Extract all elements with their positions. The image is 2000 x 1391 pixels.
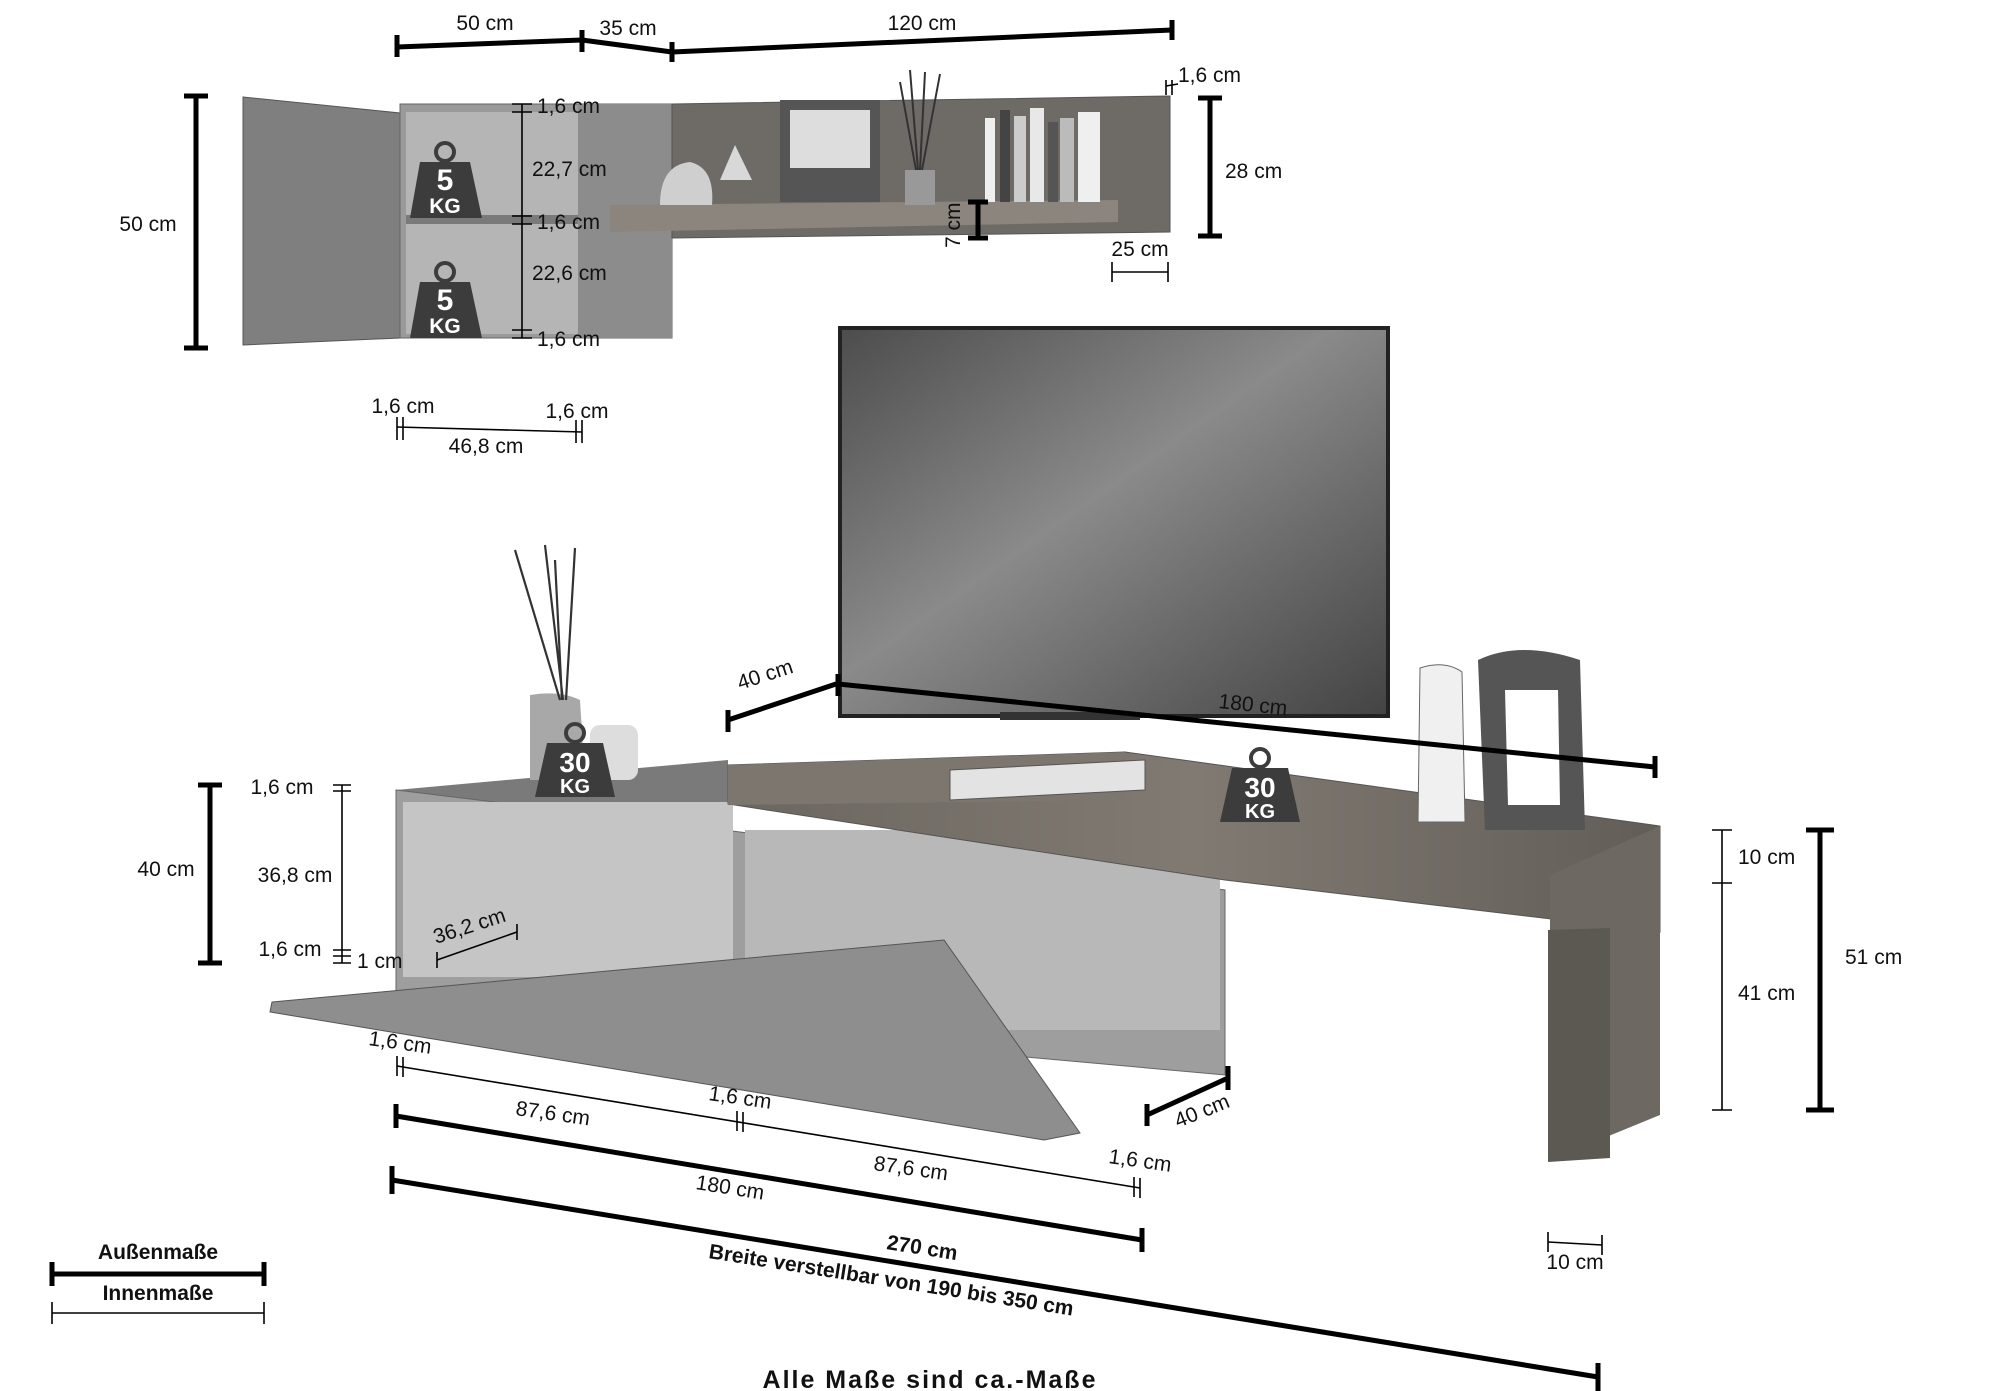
dim-bridge-top: 10 cm bbox=[1738, 846, 1795, 869]
load-value: 5 bbox=[437, 164, 454, 197]
wall-shelf bbox=[610, 69, 1171, 239]
legend-outer-label: Außenmaße bbox=[98, 1241, 218, 1264]
dim-side-left: 1,6 cm bbox=[371, 395, 434, 418]
dim-board-depth: 40 cm bbox=[1171, 1090, 1233, 1133]
load-value: 30 bbox=[1244, 772, 1275, 803]
weight-5kg-icon-top: 5 KG bbox=[410, 141, 482, 218]
dim-cabinet-height: 50 cm bbox=[119, 213, 176, 236]
dim-inner-mid: 1,6 cm bbox=[537, 211, 600, 234]
weight-30kg-icon-right: 30 KG bbox=[1220, 747, 1300, 823]
dim-leg-width: 10 cm bbox=[1546, 1251, 1603, 1274]
dim-shelf-height: 28 cm bbox=[1225, 160, 1282, 183]
dim-bridge-total: 51 cm bbox=[1845, 946, 1902, 969]
load-unit: KG bbox=[429, 195, 461, 218]
dim-inner-lower: 22,6 cm bbox=[532, 262, 607, 285]
tv-board bbox=[269, 544, 1661, 1162]
dim-inner-bottom: 1,6 cm bbox=[537, 328, 600, 351]
tv bbox=[838, 326, 1390, 720]
dim-inner-width-left: 87,6 cm bbox=[514, 1097, 591, 1130]
weight-5kg-icon-bottom: 5 KG bbox=[410, 261, 482, 338]
dim-board-inner-top: 1,6 cm bbox=[250, 776, 313, 799]
load-unit: KG bbox=[560, 776, 590, 798]
wall-unit-dimensions: 50 cm 35 cm 120 cm 50 cm 1,6 cm 22,7 cm … bbox=[119, 12, 1282, 458]
dim-bridge-leg: 41 cm bbox=[1738, 982, 1795, 1005]
dim-ledge-height: 7 cm bbox=[942, 202, 965, 248]
dim-inner-width: 46,8 cm bbox=[449, 435, 524, 458]
dim-width-shelf: 120 cm bbox=[888, 12, 957, 35]
dim-side-right: 1,6 cm bbox=[545, 400, 608, 423]
dim-board-inner-bottom: 1,6 cm bbox=[258, 938, 321, 961]
legend-inner-label: Innenmaße bbox=[103, 1282, 214, 1305]
load-unit: KG bbox=[429, 315, 461, 338]
dim-board-inner-height: 36,8 cm bbox=[258, 864, 333, 887]
footer-note: Alle Maße sind ca.-Maße bbox=[763, 1366, 1098, 1391]
dim-shelf-board: 1,6 cm bbox=[1178, 64, 1241, 87]
load-unit: KG bbox=[1245, 801, 1275, 823]
dim-inner-width-right-wall: 1,6 cm bbox=[1107, 1145, 1173, 1177]
load-value: 5 bbox=[437, 284, 454, 317]
dim-inner-width-right: 87,6 cm bbox=[872, 1152, 949, 1185]
dim-top-depth: 40 cm bbox=[734, 655, 795, 695]
dim-inner-top: 1,6 cm bbox=[537, 95, 600, 118]
dim-shelf-depth: 25 cm bbox=[1111, 238, 1168, 261]
dim-board-height: 40 cm bbox=[137, 858, 194, 881]
dim-width-corner: 35 cm bbox=[599, 17, 656, 40]
dim-flap-gap: 1 cm bbox=[357, 950, 403, 973]
dim-width-cabinet: 50 cm bbox=[456, 12, 513, 35]
dim-inner-upper: 22,7 cm bbox=[532, 158, 607, 181]
load-value: 30 bbox=[559, 747, 590, 778]
weight-30kg-icon-left: 30 KG bbox=[535, 722, 615, 798]
legend: Außenmaße Innenmaße bbox=[49, 1241, 267, 1324]
